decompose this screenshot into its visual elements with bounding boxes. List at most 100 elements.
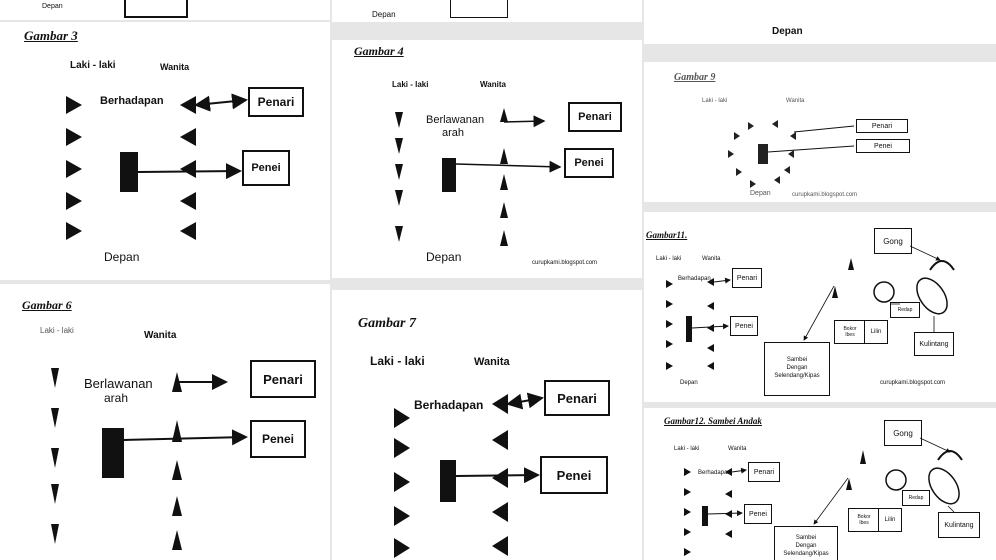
male-dancer-marker xyxy=(666,340,673,348)
male-dancer-marker xyxy=(394,538,410,558)
kulintang-icon xyxy=(928,467,960,505)
watermark: curupkami.blogspot.com xyxy=(532,260,598,266)
stage-layout-diagram xyxy=(684,437,963,556)
male-dancer-marker xyxy=(394,506,410,526)
penari-box: Penari xyxy=(248,87,304,117)
female-dancer-marker xyxy=(172,420,182,442)
male-dancer-marker xyxy=(51,368,59,388)
male-label: Laki - laki xyxy=(40,326,74,335)
redap-box: Redap xyxy=(902,490,930,506)
male-dancer-marker xyxy=(736,168,742,176)
leader-block xyxy=(758,144,768,164)
male-dancer-marker xyxy=(395,112,403,128)
formation-label: Berhadapan xyxy=(698,470,731,476)
female-dancer-marker xyxy=(725,530,732,538)
panel-title: Gambar 7 xyxy=(358,316,416,331)
leader-block xyxy=(102,428,124,478)
fragment-box xyxy=(124,0,188,18)
sambei-box: Sambei Dengan Selendang/Kipas xyxy=(774,526,838,560)
male-dancer-marker xyxy=(394,438,410,458)
arrow xyxy=(506,392,544,410)
formation-diagram xyxy=(66,93,248,240)
female-dancer-marker xyxy=(172,372,182,392)
spectator-marker xyxy=(832,286,838,298)
female-dancer-marker xyxy=(500,148,508,164)
female-label: Wanita xyxy=(160,62,190,72)
gong-stand-icon xyxy=(937,450,963,461)
arrow xyxy=(793,125,855,133)
formation-label-line2: arah xyxy=(442,127,465,139)
formation-label: Berhadapan xyxy=(100,95,164,107)
sambei-line2: Dengan xyxy=(795,543,817,550)
front-label: Depan xyxy=(426,250,462,264)
panel-title: Gambar 4 xyxy=(354,44,404,58)
male-label: Laki - laki xyxy=(656,256,682,262)
arrow xyxy=(123,429,248,446)
arrow xyxy=(194,93,248,112)
bokor-line2: Ibes xyxy=(845,332,855,338)
male-dancer-marker xyxy=(66,222,82,240)
sambei-line3: Selendang/Kipas xyxy=(783,550,829,557)
front-label: Depan xyxy=(750,190,771,197)
panel-title: Gambar11. xyxy=(646,230,688,240)
lilin-box: Lilin xyxy=(864,320,888,344)
gong-box: Gong xyxy=(884,420,922,446)
male-dancer-marker xyxy=(666,300,673,308)
panel-gambar-6: Gambar 6 Laki - laki Wanita Berlawanan a… xyxy=(0,284,330,560)
female-dancer-marker xyxy=(772,120,778,128)
female-dancer-marker xyxy=(500,174,508,190)
male-dancer-marker xyxy=(684,488,691,496)
female-dancer-marker xyxy=(774,176,780,184)
female-dancer-marker xyxy=(172,496,182,516)
male-dancer-marker xyxy=(395,226,403,242)
female-dancer-marker xyxy=(180,96,196,114)
leader-block xyxy=(120,152,138,192)
kulintang-box: Kulintang xyxy=(938,512,980,538)
formation-label-line2: arah xyxy=(104,391,129,405)
female-dancer-marker xyxy=(707,324,714,332)
front-label: Depan xyxy=(680,380,698,386)
sambei-line2: Dengan xyxy=(786,365,808,372)
male-dancer-marker xyxy=(684,528,691,536)
front-label: Depan xyxy=(104,250,140,264)
female-label: Wanita xyxy=(702,256,721,262)
male-dancer-marker xyxy=(684,548,691,556)
male-label: Laki - laki xyxy=(392,80,429,89)
female-dancer-marker xyxy=(172,460,182,480)
penari-box: Penari xyxy=(568,102,622,132)
panel-gambar-3: Gambar 3 Laki - laki Wanita Berhadapan P… xyxy=(0,22,330,280)
female-dancer-marker xyxy=(492,502,508,522)
formation-diagram xyxy=(51,368,248,550)
male-dancer-marker xyxy=(394,408,410,428)
penei-box: Penei xyxy=(564,148,614,178)
male-dancer-marker xyxy=(66,160,82,178)
male-dancer-marker xyxy=(666,280,673,288)
panel-title: Gambar12. Sambei Andak xyxy=(664,416,762,426)
female-dancer-marker xyxy=(725,468,732,476)
panel-title: Gambar 3 xyxy=(24,28,78,43)
female-label: Wanita xyxy=(474,356,510,368)
bokor-ibes-box: Bokor Ibes xyxy=(834,320,866,344)
male-dancer-marker xyxy=(395,190,403,206)
male-dancer-marker xyxy=(66,128,82,146)
penei-box: Penei xyxy=(730,316,758,336)
female-dancer-marker xyxy=(492,394,508,414)
female-dancer-marker xyxy=(180,160,196,178)
male-dancer-marker xyxy=(395,164,403,180)
front-label: Depan xyxy=(772,26,803,37)
watermark: curupkami.blogspot.com xyxy=(792,192,858,198)
spectator-marker xyxy=(860,450,866,464)
lilin-box: Lilin xyxy=(878,508,902,532)
formation-diagram xyxy=(394,392,544,558)
male-dancer-marker xyxy=(750,180,756,188)
female-dancer-marker xyxy=(784,166,790,174)
male-dancer-marker xyxy=(66,192,82,210)
kulintang-icon xyxy=(916,277,948,315)
male-label: Laki - laki xyxy=(674,446,700,452)
panel-title: Gambar 6 xyxy=(22,298,72,312)
penari-box: Penari xyxy=(544,380,610,416)
male-label: Laki - laki xyxy=(70,60,116,71)
female-dancer-marker xyxy=(492,536,508,556)
bokor-ibes-box: Bokor Ibes xyxy=(848,508,880,532)
gong-box: Gong xyxy=(874,228,912,254)
